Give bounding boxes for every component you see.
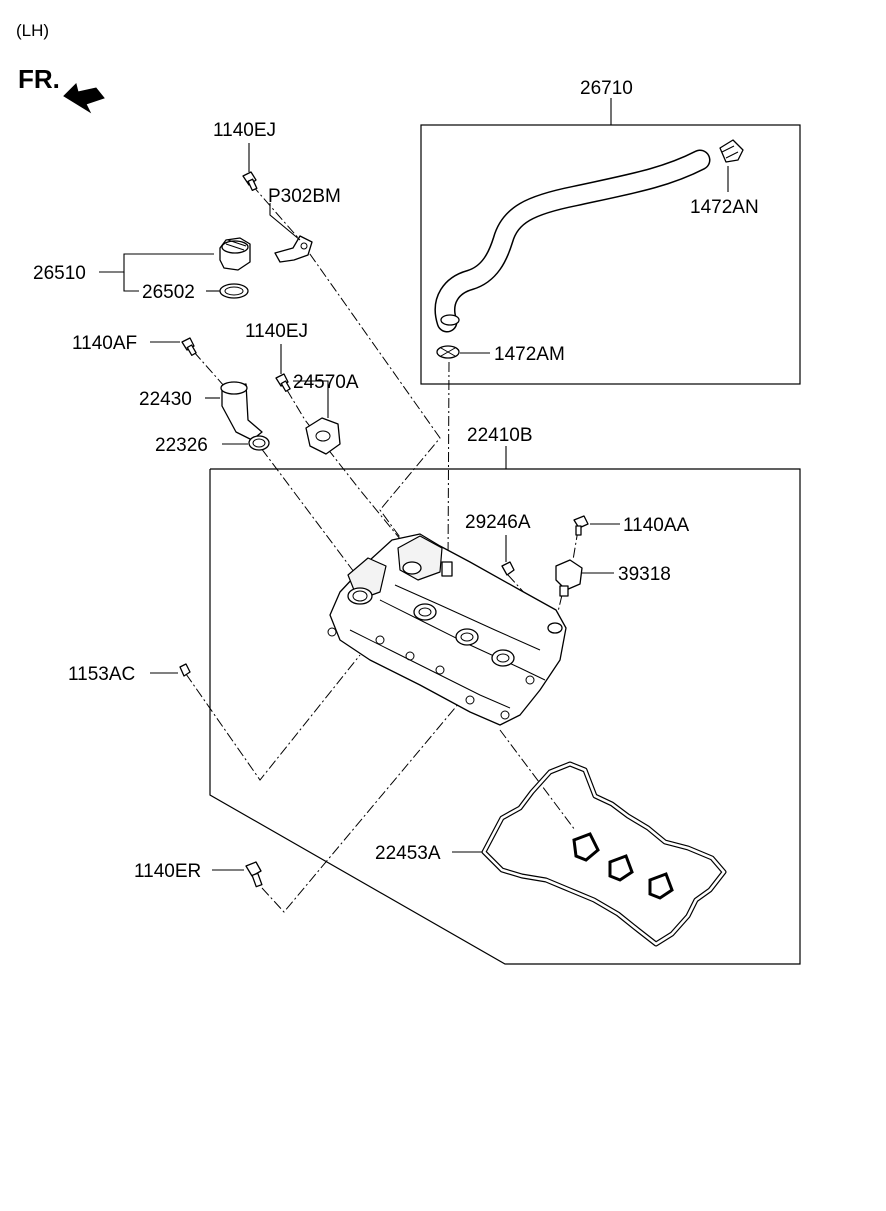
cover-plate-24570A [305, 417, 341, 455]
side-label: (LH) [16, 21, 49, 40]
callout-1140AF[interactable]: 1140AF [72, 333, 137, 354]
callout-39318[interactable]: 39318 [618, 564, 671, 585]
callout-22430[interactable]: 22430 [139, 389, 192, 410]
callout-26710[interactable]: 26710 [580, 78, 633, 99]
hose-clip-upper [719, 139, 744, 163]
callout-22410B[interactable]: 22410B [467, 425, 533, 446]
o-ring-22326 [248, 435, 270, 451]
bolt-1140AA [573, 515, 589, 536]
callout-1153AC[interactable]: 1153AC [68, 664, 135, 685]
bracket-P302BM [274, 235, 313, 263]
bolt-1140EJ-top [242, 171, 258, 192]
cover-assembly-box [209, 468, 801, 965]
front-direction-label: FR. [18, 64, 60, 94]
callout-1140EJ-mid[interactable]: 1140EJ [245, 321, 308, 342]
callout-1140AA[interactable]: 1140AA [623, 515, 690, 536]
sensor-39318 [555, 559, 583, 597]
oil-filler-cap [219, 237, 251, 271]
hose-clip-lower [436, 345, 460, 359]
callout-22326[interactable]: 22326 [155, 435, 208, 456]
oil-filler-neck [220, 381, 263, 441]
stud-1153AC [179, 663, 191, 677]
callout-24570A[interactable]: 24570A [293, 372, 359, 393]
gasket-22453A [481, 761, 727, 947]
arrow-icon [63, 83, 105, 114]
callout-1472AN[interactable]: 1472AN [690, 197, 759, 218]
breather-hose-group: 26710 1472AN 1472AM [420, 78, 801, 385]
callout-26510[interactable]: 26510 [33, 263, 86, 284]
filler-cap-seal [219, 283, 249, 299]
callout-1140EJ-top[interactable]: 1140EJ [213, 120, 276, 141]
callout-1140ER[interactable]: 1140ER [134, 861, 201, 882]
callout-22453A[interactable]: 22453A [375, 843, 441, 864]
callout-P302BM[interactable]: P302BM [268, 186, 341, 207]
breather-hose-box [420, 124, 801, 385]
cylinder-head-cover [327, 533, 567, 726]
bolt-1140AF [181, 337, 197, 356]
callout-29246A[interactable]: 29246A [465, 512, 531, 533]
cover-assembly-group: 22410B [209, 425, 801, 965]
bolt-1140ER [245, 861, 263, 888]
callout-26502[interactable]: 26502 [142, 282, 195, 303]
part-29246A [501, 561, 515, 576]
bolt-1140EJ-mid [275, 373, 291, 392]
callout-1472AM[interactable]: 1472AM [494, 344, 565, 365]
